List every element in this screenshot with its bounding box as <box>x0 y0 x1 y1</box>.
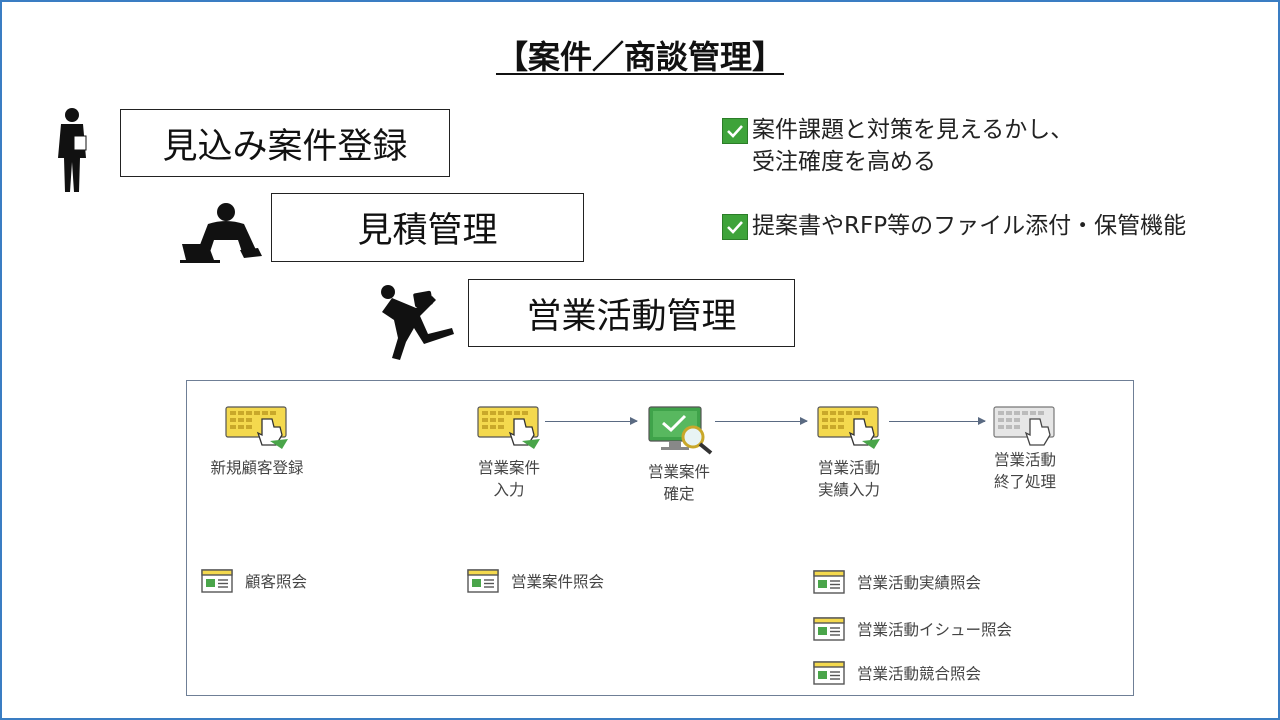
inquiry-activity-competitors[interactable]: 営業活動競合照会 <box>813 661 981 685</box>
step-label: 営業案件 入力 <box>477 459 540 499</box>
feature-item-visibility: 案件課題と対策を見えるかし、受注確度を高める <box>722 114 1073 178</box>
flow-arrow <box>545 417 638 425</box>
step-deal-input[interactable]: 営業案件 入力 <box>453 405 565 501</box>
workflow-panel: 新規顧客登録 営業案件 入力 営業案件 確定 営業活動 実績入力 <box>186 380 1134 696</box>
businessman-laptop-icon <box>180 203 262 263</box>
step-label: 営業案件 確定 <box>647 463 710 503</box>
inquiry-activity-issues[interactable]: 営業活動イシュー照会 <box>813 617 1012 641</box>
inquiry-deal[interactable]: 営業案件照会 <box>467 569 604 593</box>
step-label: 新規顧客登録 <box>210 459 304 477</box>
feature-item-attachments: 提案書やRFP等のファイル添付・保管機能 <box>722 210 1186 242</box>
inquiry-label: 営業案件照会 <box>511 573 605 591</box>
standing-businessman-icon <box>58 108 87 192</box>
estimate-management-box: 見積管理 <box>271 193 584 262</box>
step-label: 営業活動 実績入力 <box>817 459 880 499</box>
monitor-magnifier-icon <box>648 406 713 455</box>
inquiry-customer[interactable]: 顧客照会 <box>201 569 307 593</box>
prospect-registration-box: 見込み案件登録 <box>120 109 450 177</box>
page-title: 【案件／商談管理】 <box>495 38 784 76</box>
step-new-customer[interactable]: 新規顧客登録 <box>201 405 313 479</box>
sales-activity-management-box: 営業活動管理 <box>468 279 795 347</box>
window-inquiry-icon <box>813 570 845 594</box>
inquiry-activity-results[interactable]: 営業活動実績照会 <box>813 570 981 594</box>
keyboard-click-icon <box>477 406 540 449</box>
inquiry-label: 営業活動実績照会 <box>857 574 982 592</box>
inquiry-label: 営業活動競合照会 <box>857 665 982 683</box>
running-businessman-icon <box>381 285 454 360</box>
inquiry-label: 営業活動イシュー照会 <box>857 621 1013 639</box>
flow-arrow <box>889 417 986 425</box>
window-inquiry-icon <box>467 569 499 593</box>
window-inquiry-icon <box>813 617 845 641</box>
keyboard-click-icon <box>225 406 288 449</box>
keyboard-click-gray-icon <box>993 406 1055 446</box>
step-deal-confirm[interactable]: 営業案件 確定 <box>623 405 735 505</box>
flow-arrow <box>715 417 808 425</box>
step-activity-input[interactable]: 営業活動 実績入力 <box>793 405 905 501</box>
checkbox-checked-icon <box>722 214 748 240</box>
step-activity-end[interactable]: 営業活動 終了処理 <box>969 405 1081 493</box>
inquiry-label: 顧客照会 <box>245 573 308 591</box>
step-label: 営業活動 終了処理 <box>993 451 1056 491</box>
checkbox-checked-icon <box>722 118 748 144</box>
window-inquiry-icon <box>201 569 233 593</box>
window-inquiry-icon <box>813 661 845 685</box>
keyboard-click-icon <box>817 406 880 449</box>
